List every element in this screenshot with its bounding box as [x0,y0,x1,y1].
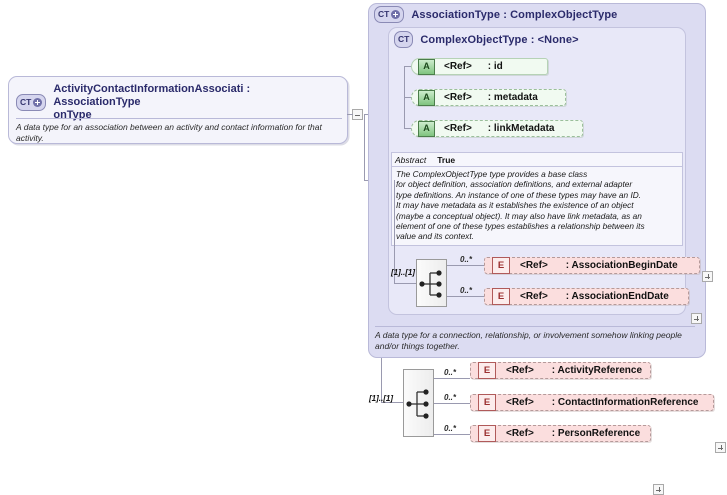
expand-association-end-date[interactable] [691,313,702,324]
connector-attr-linkmetadata [404,128,411,129]
element-name-label: : AssociationEndDate [565,291,669,302]
association-type-header: CT AssociationType : ComplexObjectType [374,6,617,23]
element-name-label: : PersonReference [551,428,641,439]
element-row-association-begin-date[interactable]: E <Ref> : AssociationBeginDate [484,257,700,274]
root-documentation: A data type for an association between a… [16,122,322,143]
inner-sequence-cardinality: [1]..[1] [391,268,415,277]
element-icon: E [478,362,496,379]
element-row-person-reference[interactable]: E <Ref> : PersonReference [470,425,651,442]
inner-sequence-compositor[interactable] [416,259,447,307]
attribute-ref-label: <Ref> [444,123,472,134]
connector-inner-seq-in [394,283,416,284]
connector-attr-id [404,66,411,67]
complex-object-type-header: CT ComplexObjectType : <None> [394,31,579,48]
occurrence-contact-information-reference: 0..* [444,393,457,402]
association-complex-type-expand-icon[interactable]: CT [374,6,405,23]
root-divider [16,118,342,119]
complex-object-type-documentation: The ComplexObjectType type provides a ba… [396,169,645,242]
connector-root-stub [347,114,353,115]
attribute-row-id[interactable]: A <Ref> : id [411,58,548,75]
facet-key-label: Abstract [395,154,427,165]
connector-assoc-branch-vert [364,114,365,181]
root-type-title: ActivityContactInformationAssociati : As… [53,83,251,121]
association-type-documentation: A data type for a connection, relationsh… [375,330,682,351]
attribute-row-metadata[interactable]: A <Ref> : metadata [411,89,566,106]
element-name-label: : AssociationBeginDate [565,260,678,271]
complex-object-type-icon[interactable]: CT [394,31,414,48]
complex-type-expand-icon[interactable]: CT [16,94,47,111]
connector-assoc-to-inner-seq [394,180,395,284]
element-icon: E [492,288,510,305]
attribute-name-label: : metadata [487,92,538,103]
complex-object-type-title: ComplexObjectType : <None> [420,33,579,46]
plus-circle-icon [391,10,401,19]
connector-outer-person [434,434,470,435]
attribute-ref-label: <Ref> [444,61,472,72]
badge-ct-label: CT [378,9,390,20]
element-ref-label: <Ref> [506,428,534,439]
association-type-title: AssociationType : ComplexObjectType [411,8,618,21]
facet-value-label: True [437,154,456,165]
element-name-label: : ContactInformationReference [551,397,699,408]
attribute-name-label: : id [487,61,503,72]
attribute-name-label: : linkMetadata [487,123,555,134]
outer-sequence-cardinality: [1]..[1] [369,394,393,403]
facet-block: Abstract True The ComplexObjectType type… [391,152,683,246]
connector-inner-seq-end [447,296,484,297]
occurrence-association-begin-date: 0..* [460,255,473,264]
element-row-association-end-date[interactable]: E <Ref> : AssociationEndDate [484,288,689,305]
expand-contact-information-reference[interactable] [715,442,726,453]
badge-ct-label: CT [398,34,410,45]
facet-divider [392,166,682,167]
attribute-row-linkmetadata[interactable]: A <Ref> : linkMetadata [411,120,583,137]
occurrence-person-reference: 0..* [444,424,457,433]
element-icon: E [492,257,510,274]
expand-association-begin-date[interactable] [702,271,713,282]
expand-person-reference[interactable] [653,484,664,495]
connector-outer-contactinfo [434,403,470,404]
sequence-compositor-icon [419,270,442,298]
connector-outer-activity [434,378,470,379]
sequence-compositor-icon [406,389,429,419]
occurrence-activity-reference: 0..* [444,368,457,377]
element-ref-label: <Ref> [520,291,548,302]
element-icon: E [478,425,496,442]
attribute-icon: A [418,120,435,137]
facet-abstract-row: Abstract True [392,153,682,166]
element-row-contact-information-reference[interactable]: E <Ref> : ContactInformationReference [470,394,714,411]
attribute-icon: A [418,58,435,75]
connector-inner-seq-begin [447,265,484,266]
outer-sequence-compositor[interactable] [403,369,434,437]
element-ref-label: <Ref> [506,397,534,408]
attribute-ref-label: <Ref> [444,92,472,103]
badge-ct-label: CT [20,97,32,108]
xsd-diagram-canvas: CT ActivityContactInformationAssociati :… [8,3,726,495]
element-row-activity-reference[interactable]: E <Ref> : ActivityReference [470,362,651,379]
association-type-divider [375,326,695,327]
plus-circle-icon [33,98,43,107]
element-name-label: : ActivityReference [551,365,643,376]
attribute-icon: A [418,89,435,106]
element-ref-label: <Ref> [520,260,548,271]
root-collapse-toggle[interactable] [352,109,363,120]
element-icon: E [478,394,496,411]
connector-attr-metadata [404,97,411,98]
root-type-header: CT ActivityContactInformationAssociati :… [16,83,342,122]
connector-to-outer-sequence [381,402,403,403]
occurrence-association-end-date: 0..* [460,286,473,295]
root-type-box[interactable]: CT ActivityContactInformationAssociati :… [8,76,348,144]
element-ref-label: <Ref> [506,365,534,376]
